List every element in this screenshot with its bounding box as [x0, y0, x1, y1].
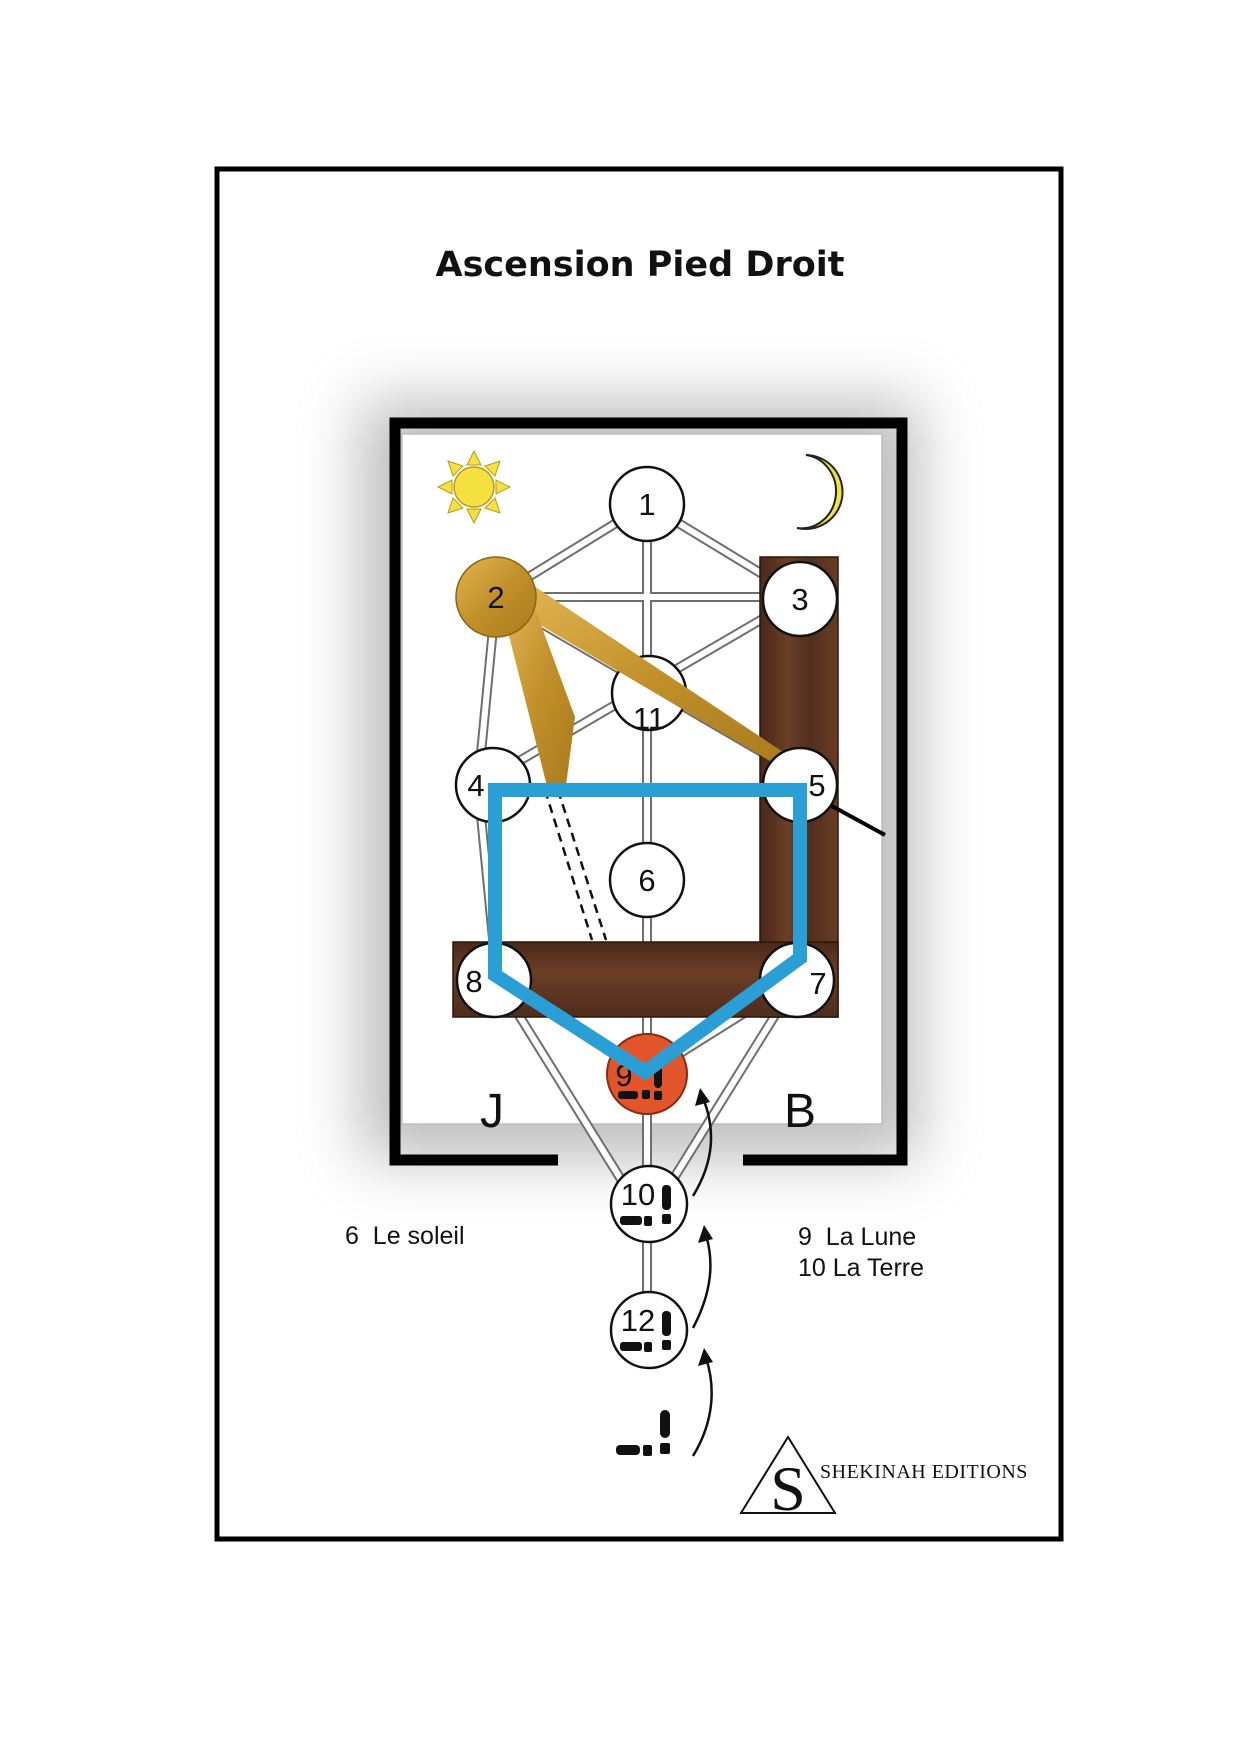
legend-right-2: 10 La Terre: [798, 1254, 924, 1282]
logo-letter: S: [770, 1453, 806, 1524]
footprint-icon: [620, 1185, 671, 1226]
dashed-lines: [543, 789, 608, 941]
gold-arm-down: [503, 595, 575, 790]
step-arrows: [691, 1097, 713, 1457]
node-7-label: 7: [809, 966, 826, 1001]
node-1-label: 1: [638, 487, 655, 522]
sun-icon: [436, 449, 512, 525]
pillar-b: B: [784, 1085, 816, 1138]
temple-frame: [389, 417, 908, 1166]
publisher-logo: S SHEKINAH EDITIONS: [739, 1435, 1028, 1524]
publisher-name: SHEKINAH EDITIONS: [820, 1461, 1028, 1483]
node-2[interactable]: [455, 556, 537, 638]
node-6[interactable]: [608, 841, 686, 919]
footprint-icon: [620, 1311, 671, 1352]
node-6-label: 6: [638, 863, 655, 898]
moon-icon: [796, 454, 844, 530]
gold-arm-to-5: [522, 578, 795, 767]
node-8-label: 8: [465, 964, 482, 999]
pointer-line: [829, 803, 886, 837]
logo-triangle: [739, 1435, 837, 1514]
pillar-j: J: [480, 1085, 504, 1138]
node-1[interactable]: [608, 465, 686, 543]
arrowheads: [695, 1088, 713, 1366]
footprint-icon: [618, 1066, 662, 1100]
node-4-label: 4: [467, 768, 484, 803]
node-10-label: 10: [621, 1177, 655, 1212]
node-12-label: 12: [621, 1303, 655, 1338]
node-2-label: 2: [487, 580, 504, 615]
node-11-label: 11: [633, 701, 665, 736]
node-3[interactable]: [761, 560, 839, 638]
diagram-title: Ascension Pied Droit: [435, 245, 844, 285]
node-5-label: 5: [808, 768, 825, 803]
blue-path: [488, 783, 807, 1081]
footprint-icon: [616, 1410, 670, 1456]
legend-right-1: 9 La Lune: [798, 1223, 916, 1251]
legend-left: 6 Le soleil: [345, 1222, 465, 1250]
node-3-label: 3: [791, 582, 808, 617]
